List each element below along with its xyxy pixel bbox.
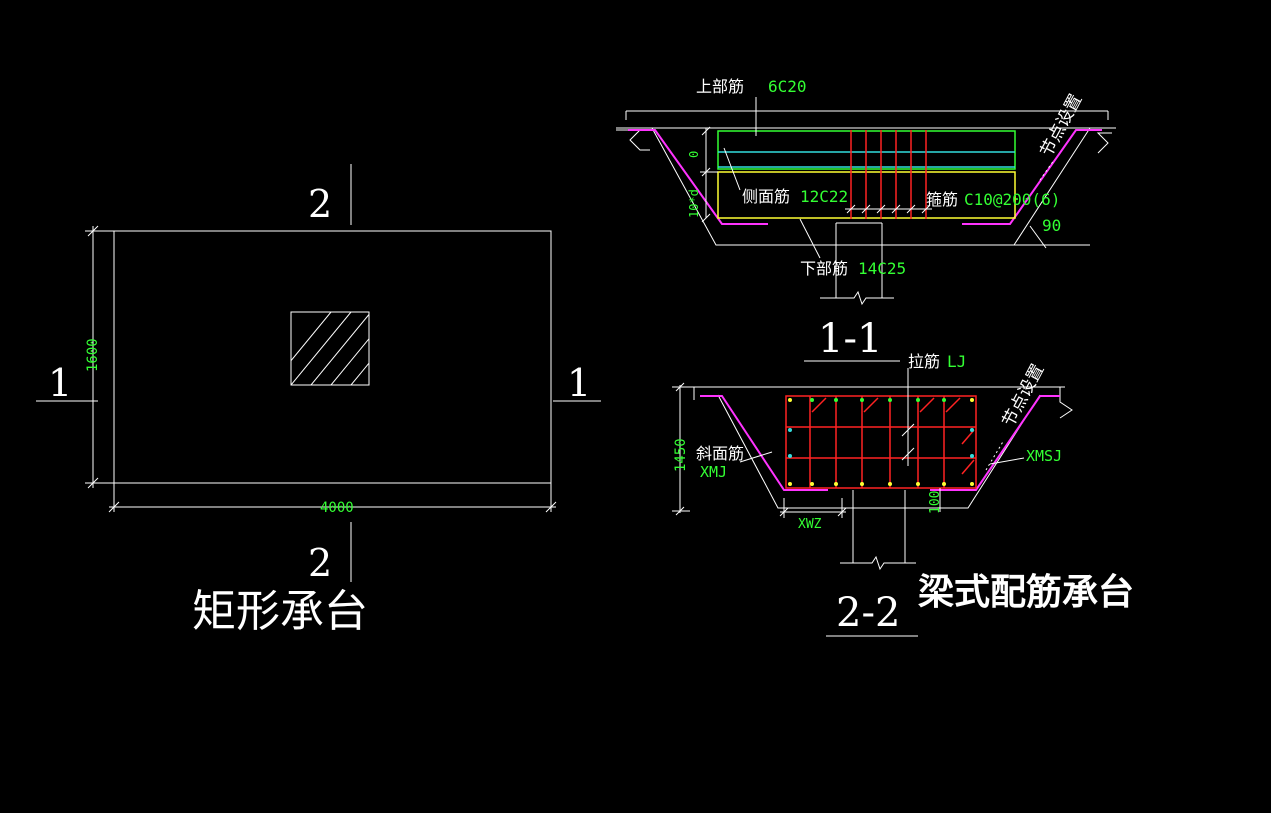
rebar-cage-2-2 — [785, 395, 977, 489]
section-2-2-title: 2-2 — [836, 590, 900, 636]
stirrup-value: C10@200(6) — [964, 190, 1060, 209]
section-1-1: 0 10*d 上部筋 6C20 侧面筋 12C22 箍筋 C10@200(6) … — [616, 77, 1116, 362]
section-1-1-title: 1-1 — [818, 316, 882, 362]
dim-100: 100 — [928, 491, 943, 514]
slope-bar-value-right: XMSJ — [1026, 447, 1062, 465]
height-dim-1450: 1450 — [673, 438, 689, 472]
tie-bar-label: 拉筋 — [908, 352, 940, 371]
stirrups-1-1 — [850, 130, 927, 219]
pile-cap-outline — [113, 230, 552, 484]
bottom-bar-value: 14C25 — [858, 259, 906, 278]
section-mark-1-right: 1 — [567, 361, 591, 405]
leaders-1-1 — [755, 97, 1047, 259]
tie-bar-value: LJ — [947, 352, 966, 371]
side-bar-value: 12C22 — [800, 187, 848, 206]
slope-bar-label: 斜面筋 — [696, 444, 744, 463]
slope-rebar-left-1-1 — [628, 129, 768, 225]
bottom-bar-label: 下部筋 — [800, 259, 848, 278]
dim-zero: 0 — [687, 151, 701, 158]
plan-view: 1600 4000 2 2 1 1 矩形承台 — [36, 164, 601, 637]
height-dim-2-2 — [672, 382, 700, 516]
node-setting-dots-2-2 — [985, 439, 1005, 471]
left-dims-1-1 — [700, 126, 741, 223]
slope-bar-value: XMJ — [700, 463, 727, 481]
xwz-dim — [779, 498, 847, 518]
plan-height-dim: 1600 — [85, 338, 101, 372]
plan-width-dim: 4000 — [320, 500, 354, 516]
section-mark-1-left: 1 — [48, 361, 72, 405]
stirrup-dim — [845, 204, 932, 214]
node-setting-dots — [1039, 159, 1055, 181]
width-dimension — [108, 483, 557, 513]
rebar-dots-2-2 — [788, 398, 974, 486]
slope-rebar-right-2-2 — [930, 395, 1060, 491]
pile-2-2 — [840, 490, 916, 571]
xwz-label: XWZ — [798, 517, 822, 532]
top-bar-label: 上部筋 — [696, 77, 744, 96]
side-bar-label: 侧面筋 — [742, 187, 790, 206]
plan-title: 矩形承台 — [192, 586, 368, 637]
top-bar-value: 6C20 — [768, 77, 807, 96]
slope-rebar-left-2-2 — [700, 395, 828, 491]
section-mark-2-bottom: 2 — [308, 541, 332, 585]
tie-bar-leader — [901, 368, 915, 466]
cap-outline-2-2 — [717, 394, 1041, 509]
dim-10d: 10*d — [687, 189, 701, 218]
slope-rebar-right-1-1 — [962, 129, 1102, 225]
column-hatched — [290, 311, 370, 386]
section-mark-2-top: 2 — [308, 182, 332, 226]
pile-1-1 — [820, 222, 894, 306]
stirrup-label: 箍筋 — [926, 190, 958, 209]
slope-leaders-2-2 — [739, 451, 1025, 465]
figure-title: 梁式配筋承台 — [918, 572, 1134, 613]
ground-lines-2-2 — [693, 386, 1073, 419]
height-dimension — [85, 225, 114, 489]
angle-90: 90 — [1042, 216, 1061, 235]
